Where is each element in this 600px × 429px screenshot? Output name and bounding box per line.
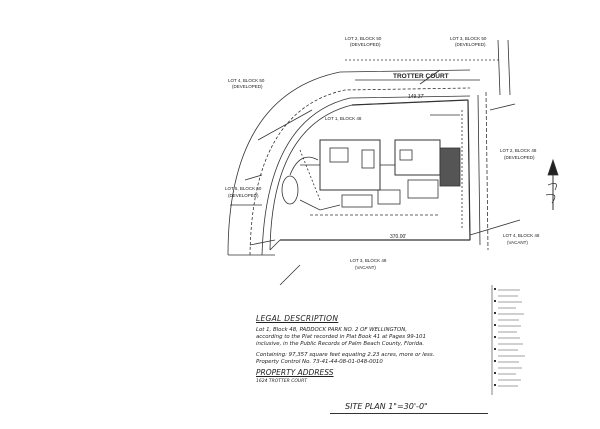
legal-line: inclusive, in the Public Records of Palm… bbox=[256, 341, 425, 347]
lot-status: (VACANT) bbox=[507, 240, 528, 245]
property-curve bbox=[269, 104, 353, 251]
property-address-heading: PROPERTY ADDRESS bbox=[256, 368, 334, 377]
lot-label: LOT 5, BLOCK 50 bbox=[225, 186, 262, 191]
lot-label: LOT 4, BLOCK 48 bbox=[503, 233, 540, 238]
street-label: TROTTER COURT bbox=[393, 73, 449, 80]
road-edge-inner2 bbox=[261, 95, 471, 256]
barn bbox=[394, 139, 441, 176]
frontage-dimension: 149.37' bbox=[408, 94, 424, 100]
plan-title: SITE PLAN 1"=30'-0" bbox=[345, 402, 428, 411]
property-control-number: Property Control No. 73-41-44-08-01-048-… bbox=[256, 359, 383, 365]
property-address: PROPERTY ADDRESS 1624 TROTTER COURT bbox=[256, 368, 334, 384]
lot-status: (DEVELOPED) bbox=[350, 42, 381, 47]
residence bbox=[319, 139, 381, 191]
lot-label: LOT 4, BLOCK 50 bbox=[228, 78, 265, 83]
property-address-value: 1624 TROTTER COURT bbox=[256, 379, 308, 384]
lot-label: LOT 2, BLOCK 48 bbox=[500, 148, 537, 153]
legal-line: according to the Plat recorded in Plat B… bbox=[256, 334, 426, 340]
lot-status: (DEVELOPED) bbox=[228, 193, 259, 198]
lot-status: (DEVELOPED) bbox=[455, 42, 486, 47]
lot-label: LOT 1, BLOCK 48 bbox=[325, 116, 362, 121]
road-edge-inner bbox=[249, 87, 471, 256]
north-arrow bbox=[545, 158, 559, 210]
lot-status: (DEVELOPED) bbox=[232, 84, 263, 89]
lot-label: LOT 2, BLOCK 50 bbox=[345, 36, 382, 41]
lot-status: (DEVELOPED) bbox=[504, 155, 535, 160]
lot-status: (VACANT) bbox=[355, 265, 376, 270]
lot-label: LOT 3, BLOCK 48 bbox=[350, 258, 387, 263]
legal-heading: LEGAL DESCRIPTION bbox=[256, 314, 339, 323]
legal-line: Lot 1, Block 48, PADDOCK PARK NO. 2 OF W… bbox=[256, 327, 407, 333]
plan-title-underline bbox=[330, 413, 488, 414]
legal-area: Containing: 97,357 square feet equating … bbox=[256, 352, 435, 358]
legal-description: LEGAL DESCRIPTION Lot 1, Block 48, PADDO… bbox=[256, 314, 506, 366]
lot-label: LOT 3, BLOCK 50 bbox=[450, 36, 487, 41]
bottom-dimension: 370.00' bbox=[390, 234, 406, 240]
legend-block bbox=[491, 285, 525, 395]
paddock-structure bbox=[439, 147, 461, 187]
road-edge-outer bbox=[227, 69, 471, 256]
